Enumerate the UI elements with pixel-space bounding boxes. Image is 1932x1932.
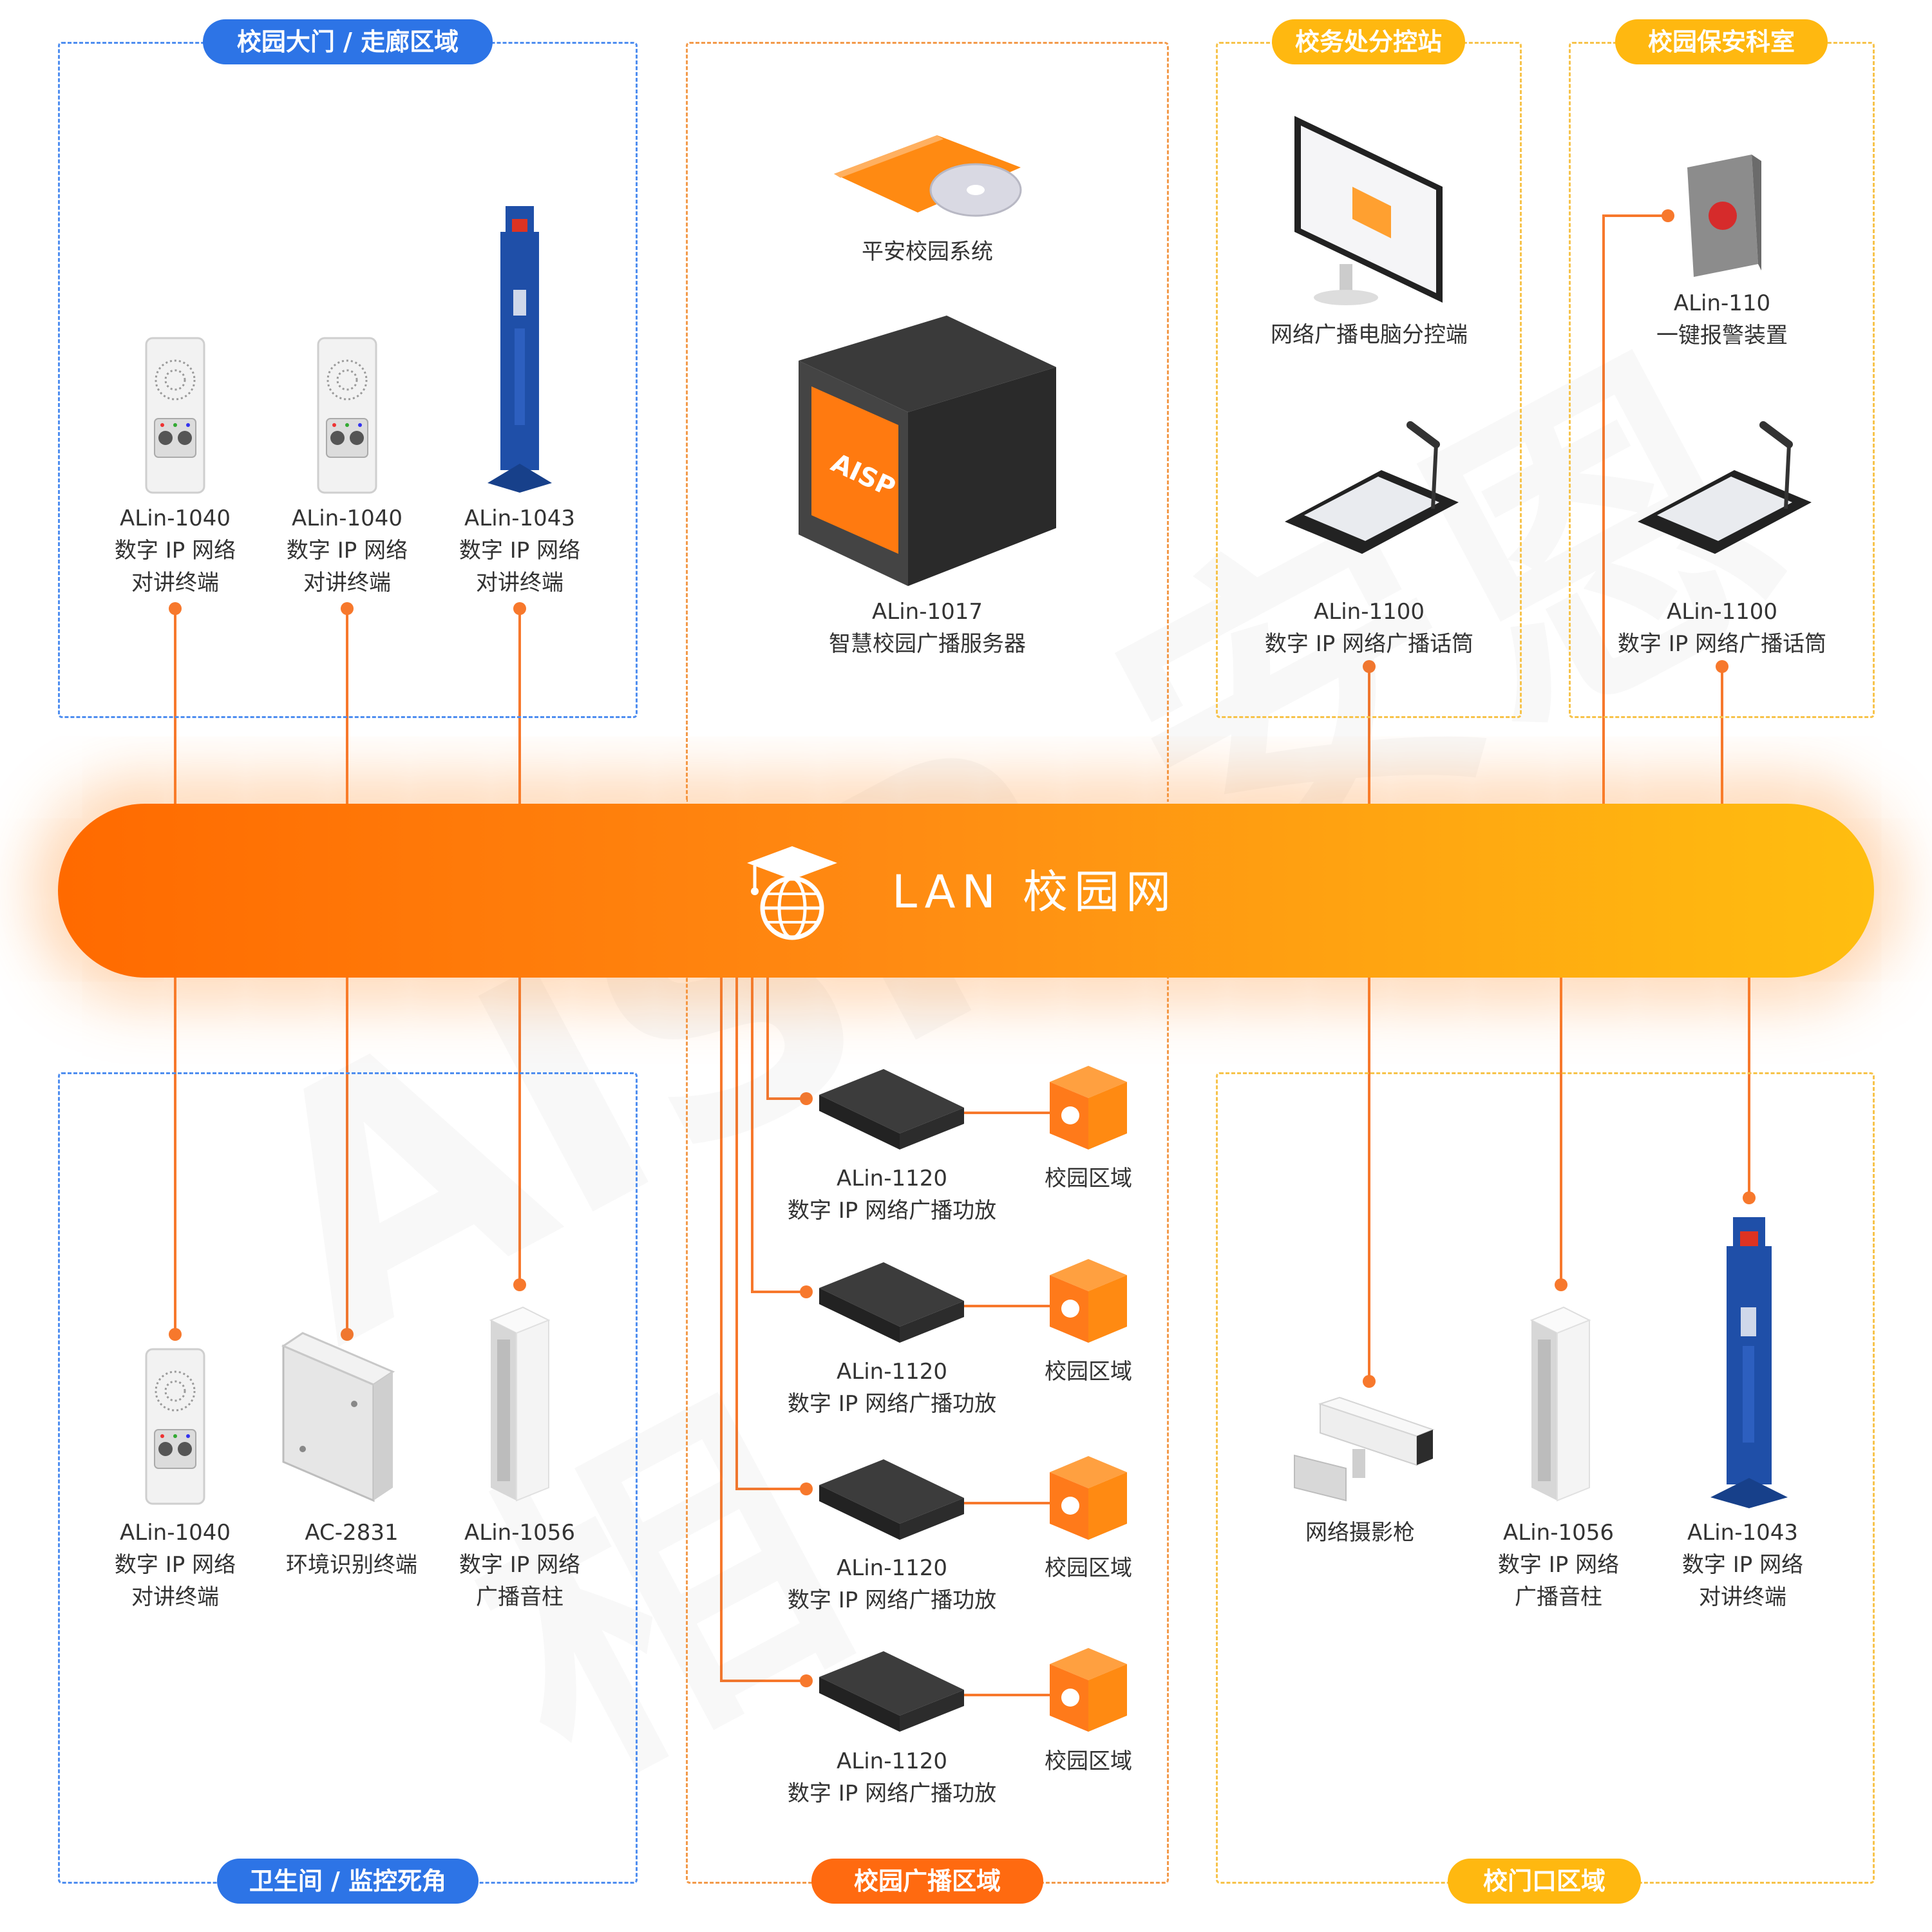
speaker-area-icon — [1050, 1456, 1127, 1540]
column-speaker-2-label: ALin-1056 数字 IP 网络 广播音柱 — [1498, 1517, 1619, 1613]
area-4-label: 校园区域 — [1045, 1748, 1132, 1774]
lan-bar — [58, 804, 1874, 978]
system-software-label: 平安校园系统 — [862, 236, 993, 268]
device-model: ALin-1120 — [837, 1359, 947, 1385]
device-desc: 数字 IP 网络广播功放 — [787, 1587, 997, 1613]
device-desc: 数字 IP 网络 — [286, 538, 408, 564]
device-desc: 对讲终端 — [303, 570, 391, 596]
campus-globe-icon — [747, 846, 837, 940]
device-model: ALin-1056 — [464, 1520, 575, 1546]
device-model: ALin-110 — [1673, 290, 1771, 316]
intercom-panel-icon — [145, 337, 205, 494]
zone-office-label: 校务处分控站 — [1272, 19, 1465, 64]
zone-gate-label: 校园大门 / 走廊区域 — [203, 19, 493, 64]
area-2-label: 校园区域 — [1045, 1359, 1132, 1385]
amplifier-icon — [819, 1069, 964, 1150]
device-desc: 对讲终端 — [131, 570, 219, 596]
device-model: ALin-1120 — [837, 1166, 947, 1191]
microphone-console-icon — [1285, 421, 1459, 554]
top-pillar-label: ALin-1043 数字 IP 网络 对讲终端 — [459, 502, 580, 599]
device-desc: 数字 IP 网络广播话筒 — [1617, 631, 1827, 657]
pc-terminal-label: 网络广播电脑分控端 — [1271, 319, 1468, 351]
bottom-pillar-label: ALin-1043 数字 IP 网络 对讲终端 — [1682, 1517, 1803, 1613]
camera-label: 网络摄影枪 — [1305, 1517, 1415, 1549]
device-desc: 数字 IP 网络 — [459, 1552, 581, 1578]
microphone-console-icon — [1638, 421, 1812, 554]
monitor-icon — [1294, 116, 1443, 305]
amplifier-icon — [819, 1651, 964, 1732]
device-desc: 环境识别终端 — [286, 1552, 417, 1578]
area-3-label: 校园区域 — [1045, 1555, 1132, 1581]
server-cabinet-icon: AISP — [799, 316, 1056, 586]
intercom-panel-icon — [317, 337, 377, 494]
device-name: 网络摄影枪 — [1305, 1520, 1415, 1546]
amp-2-label: ALin-1120 数字 IP 网络广播功放 — [788, 1356, 996, 1420]
device-desc: 数字 IP 网络 — [114, 538, 236, 564]
device-desc: 数字 IP 网络广播话筒 — [1264, 631, 1474, 657]
bottom-intercom-label: ALin-1040 数字 IP 网络 对讲终端 — [115, 1517, 236, 1613]
amplifier-icon — [819, 1459, 964, 1540]
camera-icon — [1294, 1396, 1435, 1502]
top-intercom-1-label: ALin-1040 数字 IP 网络 对讲终端 — [115, 502, 236, 599]
zone-security-label: 校园保安科室 — [1615, 19, 1828, 64]
device-desc: 广播音柱 — [476, 1584, 564, 1610]
device-desc: 数字 IP 网络 — [1681, 1552, 1804, 1578]
alarm-label: ALin-110 一键报警装置 — [1656, 287, 1788, 352]
device-desc: 数字 IP 网络广播功放 — [787, 1198, 997, 1224]
zone-broadcast-upper — [686, 42, 1169, 802]
mic-security-label: ALin-1100 数字 IP 网络广播话筒 — [1618, 596, 1826, 660]
server-label: ALin-1017 智慧校园广播服务器 — [829, 596, 1026, 660]
column-speaker-icon — [489, 1306, 551, 1502]
mic-office-label: ALin-1100 数字 IP 网络广播话筒 — [1265, 596, 1473, 660]
device-model: ALin-1120 — [837, 1748, 947, 1774]
speaker-area-icon — [1050, 1259, 1127, 1343]
device-desc: 数字 IP 网络 — [459, 538, 581, 564]
emergency-pillar-icon — [1710, 1217, 1788, 1508]
device-desc: 智慧校园广播服务器 — [829, 631, 1026, 657]
alarm-button-icon — [1687, 155, 1761, 277]
device-model: AC-2831 — [305, 1520, 399, 1546]
device-model: ALin-1040 — [292, 506, 402, 531]
column-speaker-icon — [1530, 1306, 1591, 1502]
lan-title: LAN 校园网 — [892, 866, 1178, 918]
amp-1-label: ALin-1120 数字 IP 网络广播功放 — [788, 1162, 996, 1227]
top-intercom-2-label: ALin-1040 数字 IP 网络 对讲终端 — [287, 502, 408, 599]
device-model: ALin-1100 — [1667, 599, 1777, 625]
device-model: ALin-1120 — [837, 1555, 947, 1581]
device-model: ALin-1043 — [1687, 1520, 1798, 1546]
device-desc: 数字 IP 网络广播功放 — [787, 1391, 997, 1417]
device-desc: 一键报警装置 — [1656, 323, 1788, 348]
device-desc: 对讲终端 — [131, 1584, 219, 1610]
device-model: ALin-1056 — [1503, 1520, 1614, 1546]
amp-3-label: ALin-1120 数字 IP 网络广播功放 — [788, 1552, 996, 1616]
device-desc: 广播音柱 — [1515, 1584, 1602, 1610]
zone-broadcast-label: 校园广播区域 — [811, 1859, 1043, 1904]
device-model: ALin-1100 — [1314, 599, 1425, 625]
env-sensor-label: AC-2831 环境识别终端 — [286, 1517, 417, 1581]
device-name: 网络广播电脑分控端 — [1271, 322, 1468, 348]
device-model: ALin-1040 — [120, 1520, 231, 1546]
environment-sensor-icon — [281, 1332, 395, 1502]
device-model: ALin-1040 — [120, 506, 231, 531]
speaker-area-icon — [1050, 1066, 1127, 1150]
device-desc: 数字 IP 网络 — [1497, 1552, 1620, 1578]
device-model: ALin-1017 — [872, 599, 983, 625]
software-cd-icon — [834, 135, 1022, 217]
device-name: 平安校园系统 — [862, 239, 993, 265]
amplifier-icon — [819, 1262, 964, 1343]
emergency-pillar-icon — [488, 206, 552, 493]
device-desc: 数字 IP 网络 — [114, 1552, 236, 1578]
device-desc: 数字 IP 网络广播功放 — [787, 1781, 997, 1806]
zone-school-gate-label: 校门口区域 — [1448, 1859, 1641, 1904]
column-speaker-1-label: ALin-1056 数字 IP 网络 广播音柱 — [459, 1517, 580, 1613]
device-desc: 对讲终端 — [476, 570, 564, 596]
device-desc: 对讲终端 — [1699, 1584, 1786, 1610]
area-1-label: 校园区域 — [1045, 1166, 1132, 1191]
intercom-panel-icon — [145, 1348, 205, 1505]
amp-4-label: ALin-1120 数字 IP 网络广播功放 — [788, 1745, 996, 1810]
device-model: ALin-1043 — [464, 506, 575, 531]
speaker-area-icon — [1050, 1648, 1127, 1732]
zone-toilet-label: 卫生间 / 监控死角 — [217, 1859, 478, 1904]
